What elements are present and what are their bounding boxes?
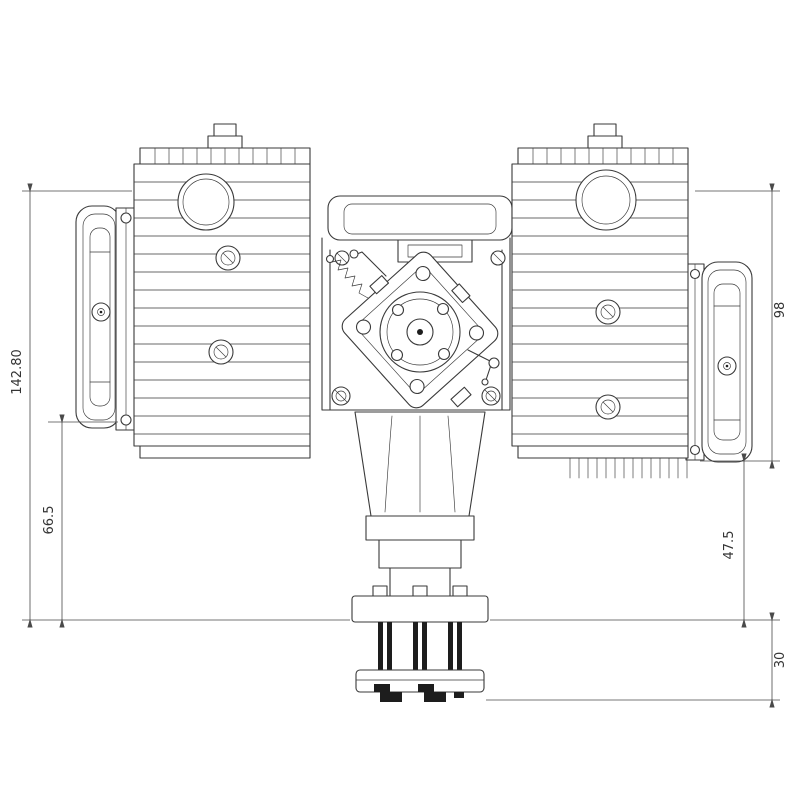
fin-comb [569,457,688,479]
dimension-right-height: 98 [695,183,788,469]
right-muffler [701,261,753,463]
reed-block [397,239,473,263]
hub-nut-icon [380,692,402,702]
carb-fitting-icon [451,283,471,304]
shaft-housing [378,539,462,569]
intake-manifold [327,195,513,241]
bolt-head-icon [452,585,468,597]
dim-label-right-height: 98 [773,302,788,319]
hub-nut-icon [374,684,390,692]
right-cylinder [511,123,689,479]
spark-plug-icon [593,123,617,137]
hub-nut-icon [418,684,434,692]
fuel-nipple-icon [450,386,472,408]
lower-crankcase [351,411,489,702]
exhaust-port [575,169,637,231]
left-muffler-mount [115,207,137,431]
right-muffler-mount [685,263,705,461]
dim-label-hub: 30 [773,652,788,669]
carb-fitting-icon [369,275,390,295]
bolt-head-icon [412,585,428,597]
hub-nut-icon [424,692,446,702]
carburetor [325,249,500,409]
spark-plug-icon [207,135,243,149]
dim-label-left-total: 142.80 [10,349,25,395]
hub-nut-icon [454,692,464,698]
dimension-right-lower: 47.5 [490,453,780,628]
dim-label-left-lower: 66.5 [42,506,57,535]
prop-bolts [378,622,462,672]
spark-plug-icon [213,123,237,137]
prop-flange [351,595,489,623]
left-muffler [75,205,121,429]
dimension-left-lower: 66.5 [42,414,118,628]
dimension-left-total: 142.80 [10,183,350,628]
dim-label-right-lower: 47.5 [722,531,737,560]
throttle-spring-icon [331,259,369,299]
case-collar [365,515,475,541]
exhaust-port [177,173,235,231]
left-cylinder [133,123,311,459]
spark-plug-icon [587,135,623,149]
dimension-hub: 30 [486,612,788,708]
bolt-head-icon [372,585,388,597]
